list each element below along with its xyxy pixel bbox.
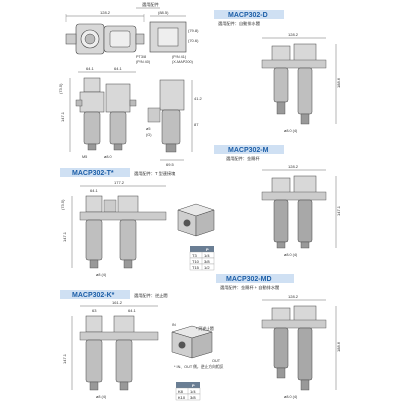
section-md-title-bar xyxy=(216,274,294,283)
main-front-view: 64.1 64.1 147.1 (73.5) M5 ø8.0 xyxy=(58,66,137,159)
section-md-dim-height: 188.6 xyxy=(336,341,341,352)
section-t: MACP302-T* 選用配件：T 型連接塊 177.2 64.1 147.1 … xyxy=(60,168,215,277)
table-t-row3-size: 1/2 xyxy=(204,265,210,270)
check-valve-port xyxy=(178,341,186,349)
bracket-dim-c: (70.6) xyxy=(188,38,199,43)
side-dim-small-b: (G) xyxy=(146,133,152,137)
bracket-detail: (88.5) PT3/8 (P/N 40) (P/N 41) (X-MAP200… xyxy=(136,10,199,64)
table-k-row1-size: 1/4 xyxy=(190,389,196,394)
section-m-title: MACP302-M xyxy=(228,147,269,154)
main-dim-right: 64.1 xyxy=(114,66,123,71)
port-left-sub: (P/N 40) xyxy=(136,60,151,64)
top-view-label: 選用配件 xyxy=(142,1,159,8)
section-md-dim-bottom: ø8.0 (4) xyxy=(284,395,298,399)
section-t-title: MACP302-T* xyxy=(72,170,114,177)
check-valve-note: * IN、OUT 側，逆止方向相反 xyxy=(174,364,224,369)
side-dim-41: 41.2 xyxy=(194,96,203,101)
main-label-phi8: ø8.0 xyxy=(104,155,112,159)
table-k-row2-code: K10 xyxy=(178,395,186,400)
check-valve-illustration: IN OUT * IN、OUT 側，逆止方向相反 * 同逆止閥 xyxy=(171,323,224,369)
check-valve-out-label: OUT xyxy=(212,359,221,363)
side-dim-87: 87 xyxy=(194,122,199,127)
check-valve-in-label: IN xyxy=(172,323,176,327)
section-m-dim-bottom: ø8.0 (4) xyxy=(284,253,298,257)
section-md: MACP302-MD 選用配件：金屬杯 + 自動排水閥 128.2 188.6 … xyxy=(216,274,341,399)
main-dim-left: 64.1 xyxy=(86,66,95,71)
table-t-row1-size: 1/4 xyxy=(204,253,210,258)
t-block-illustration xyxy=(177,203,215,237)
section-d-dim-height: 188.6 xyxy=(336,77,341,88)
section-md-title: MACP302-MD xyxy=(226,276,272,283)
section-d-title: MACP302-D xyxy=(228,12,268,19)
section-k-dim-height: 147.1 xyxy=(62,353,67,364)
section-m: MACP302-M 選用配件：金屬杯 128.2 147.1 ø8.0 (4) xyxy=(214,145,341,257)
t-block-port xyxy=(183,219,191,227)
port-right-label: (P/N 41) xyxy=(172,55,187,59)
table-t: P T3 1/4 T10 3/8 T15 1/2 xyxy=(189,246,215,271)
section-md-dim-width: 128.2 xyxy=(288,294,299,299)
top-view-drawing: 選用配件 128.2 xyxy=(65,1,160,55)
section-k-title: MACP302-K* xyxy=(72,292,115,299)
bracket-dim-a: (88.5) xyxy=(158,10,169,15)
section-d-dim-width: 128.2 xyxy=(288,32,299,37)
bracket-dim-b: (79.8) xyxy=(188,28,199,33)
table-t-row2-size: 3/8 xyxy=(204,259,210,264)
table-k-row2-size: 3/8 xyxy=(190,395,196,400)
section-t-title-bar xyxy=(60,168,130,177)
section-t-subtitle: 選用配件：T 型連接塊 xyxy=(134,170,176,177)
section-m-dim-width: 128.2 xyxy=(288,164,299,169)
section-k-dim-left: 63 xyxy=(92,308,97,313)
side-dim-bottom: 69.5 xyxy=(166,162,175,167)
section-t-dim-bottom: ø8 (4) xyxy=(96,273,107,277)
section-k-dim-bottom: ø8 (4) xyxy=(96,395,107,399)
section-t-dim-left: 64.1 xyxy=(90,188,99,193)
table-k-header-p: P xyxy=(192,383,195,388)
section-d-dim-bottom: ø8.0 (4) xyxy=(284,129,298,133)
section-d-title-bar xyxy=(214,10,284,19)
section-d-subtitle: 選用配件：自動排水閥 xyxy=(218,20,260,27)
section-t-dim-side: (73.5) xyxy=(60,199,65,210)
table-t-header-p: P xyxy=(206,247,209,252)
table-t-row3-code: T15 xyxy=(192,265,200,270)
section-k: MACP302-K* 選用配件：逆止閥 161.2 63 64.1 147.1 … xyxy=(60,290,224,401)
top-dim-width: 128.2 xyxy=(100,10,111,15)
main-dim-top: (73.5) xyxy=(58,83,63,94)
check-valve-note2: * 同逆止閥 xyxy=(196,326,214,331)
section-t-dim-width: 177.2 xyxy=(114,180,125,185)
section-k-subtitle: 選用配件：逆止閥 xyxy=(134,292,168,299)
section-m-title-bar xyxy=(214,145,284,154)
section-d: MACP302-D 選用配件：自動排水閥 128.2 188.6 ø8.0 (4… xyxy=(214,10,341,133)
section-m-subtitle: 選用配件：金屬杯 xyxy=(226,155,260,162)
main-label-m5: M5 xyxy=(82,155,87,159)
section-t-dim-height: 147.1 xyxy=(62,231,67,242)
side-dim-small-a: ø5 xyxy=(146,127,150,131)
table-k-row1-code: K8 xyxy=(178,389,184,394)
section-k-dim-width: 161.2 xyxy=(112,300,123,305)
main-dim-height: 147.1 xyxy=(60,111,65,122)
section-md-subtitle: 選用配件：金屬杯 + 自動排水閥 xyxy=(220,284,279,291)
table-k: P K8 1/4 K10 3/8 xyxy=(175,382,201,401)
port-left-label: PT3/8 xyxy=(136,55,146,59)
section-k-title-bar xyxy=(60,290,130,299)
table-t-row2-code: T10 xyxy=(192,259,200,264)
section-k-dim-right: 64.1 xyxy=(128,308,137,313)
main-side-view: 41.2 87 ø5 (G) 69.5 xyxy=(146,79,203,167)
table-t-row1-code: T3 xyxy=(192,253,197,258)
port-right-sub: (X-MAP200) xyxy=(172,60,194,64)
section-m-dim-height: 147.1 xyxy=(336,205,341,216)
